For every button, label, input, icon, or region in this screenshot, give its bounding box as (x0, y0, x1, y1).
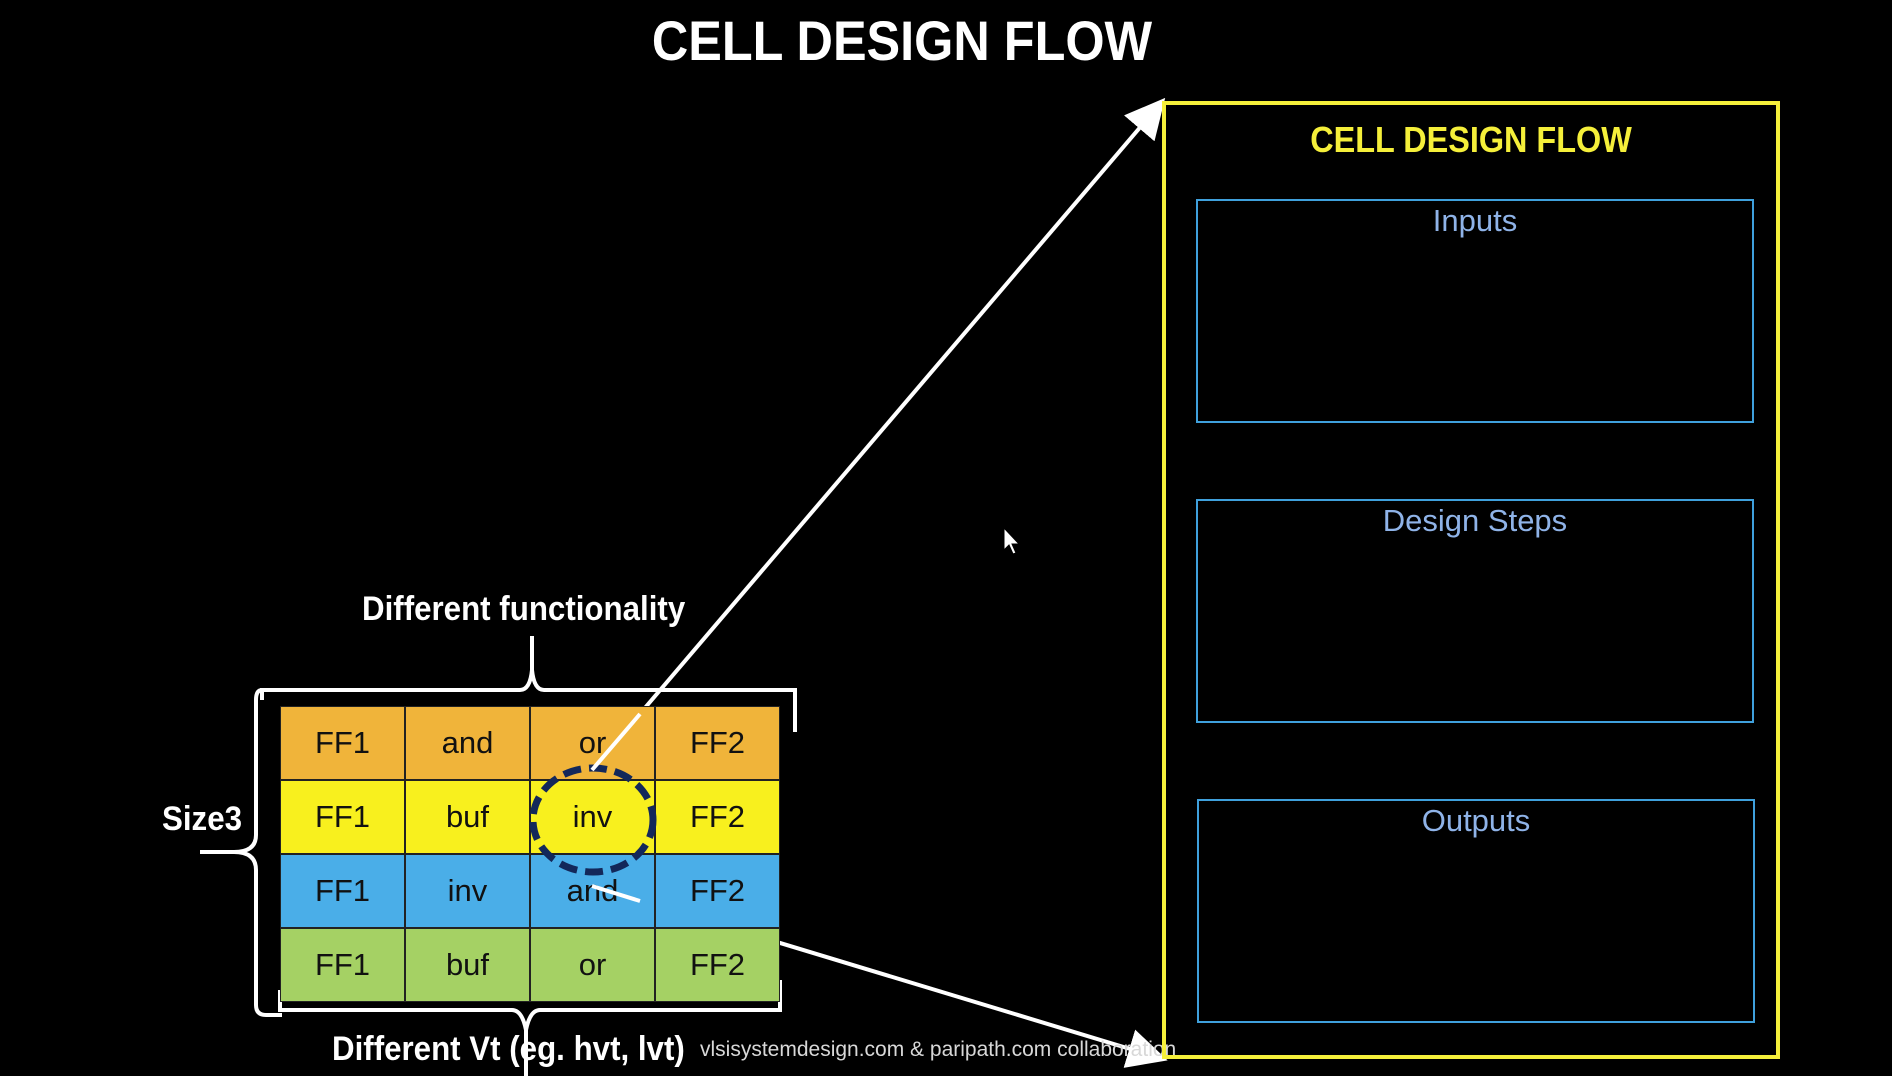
top-brace (260, 636, 797, 732)
mouse-cursor-icon (1003, 526, 1021, 555)
grid-cell: FF2 (655, 706, 780, 780)
functionality-label: Different functionality (362, 590, 686, 628)
grid-row: FF1 and or FF2 (280, 706, 780, 780)
grid-cell: and (405, 706, 530, 780)
page-title: CELL DESIGN FLOW (651, 9, 1153, 72)
grid-cell: FF1 (280, 780, 405, 854)
grid-row: FF1 inv and FF2 (280, 854, 780, 928)
panel-title: CELL DESIGN FLOW (1310, 119, 1632, 160)
grid-cell-highlighted: inv (530, 780, 655, 854)
size-label: Size3 (162, 800, 242, 838)
grid-cell: FF1 (280, 928, 405, 1002)
bottom-brace (278, 980, 782, 1076)
grid-cell: FF2 (655, 854, 780, 928)
cell-grid: FF1 and or FF2 FF1 buf inv FF2 FF1 inv a… (280, 706, 780, 1002)
outputs-label: Outputs (1421, 803, 1531, 838)
grid-cell: FF1 (280, 854, 405, 928)
grid-cell: FF2 (655, 780, 780, 854)
grid-cell: buf (405, 780, 530, 854)
left-brace (200, 688, 282, 1017)
grid-cell: FF1 (280, 706, 405, 780)
design-steps-box: Design Steps (1196, 499, 1754, 723)
cell-design-flow-panel: CELL DESIGN FLOW Inputs Design Steps Out… (1162, 101, 1780, 1059)
credit-text: vlsisystemdesign.com & paripath.com coll… (700, 1038, 1177, 1061)
inputs-label: Inputs (1432, 203, 1518, 238)
vt-label: Different Vt (eg. hvt, lvt) (332, 1030, 685, 1068)
grid-cell: buf (405, 928, 530, 1002)
outputs-box: Outputs (1197, 799, 1755, 1023)
grid-row: FF1 buf or FF2 (280, 928, 780, 1002)
grid-cell: FF2 (655, 928, 780, 1002)
grid-row: FF1 buf inv FF2 (280, 780, 780, 854)
arrow-to-panel-top (590, 97, 1166, 772)
grid-cell: or (530, 928, 655, 1002)
grid-cell: and (530, 854, 655, 928)
design-steps-label: Design Steps (1382, 503, 1568, 538)
grid-cell: or (530, 706, 655, 780)
inputs-box: Inputs (1196, 199, 1754, 423)
grid-cell: inv (405, 854, 530, 928)
